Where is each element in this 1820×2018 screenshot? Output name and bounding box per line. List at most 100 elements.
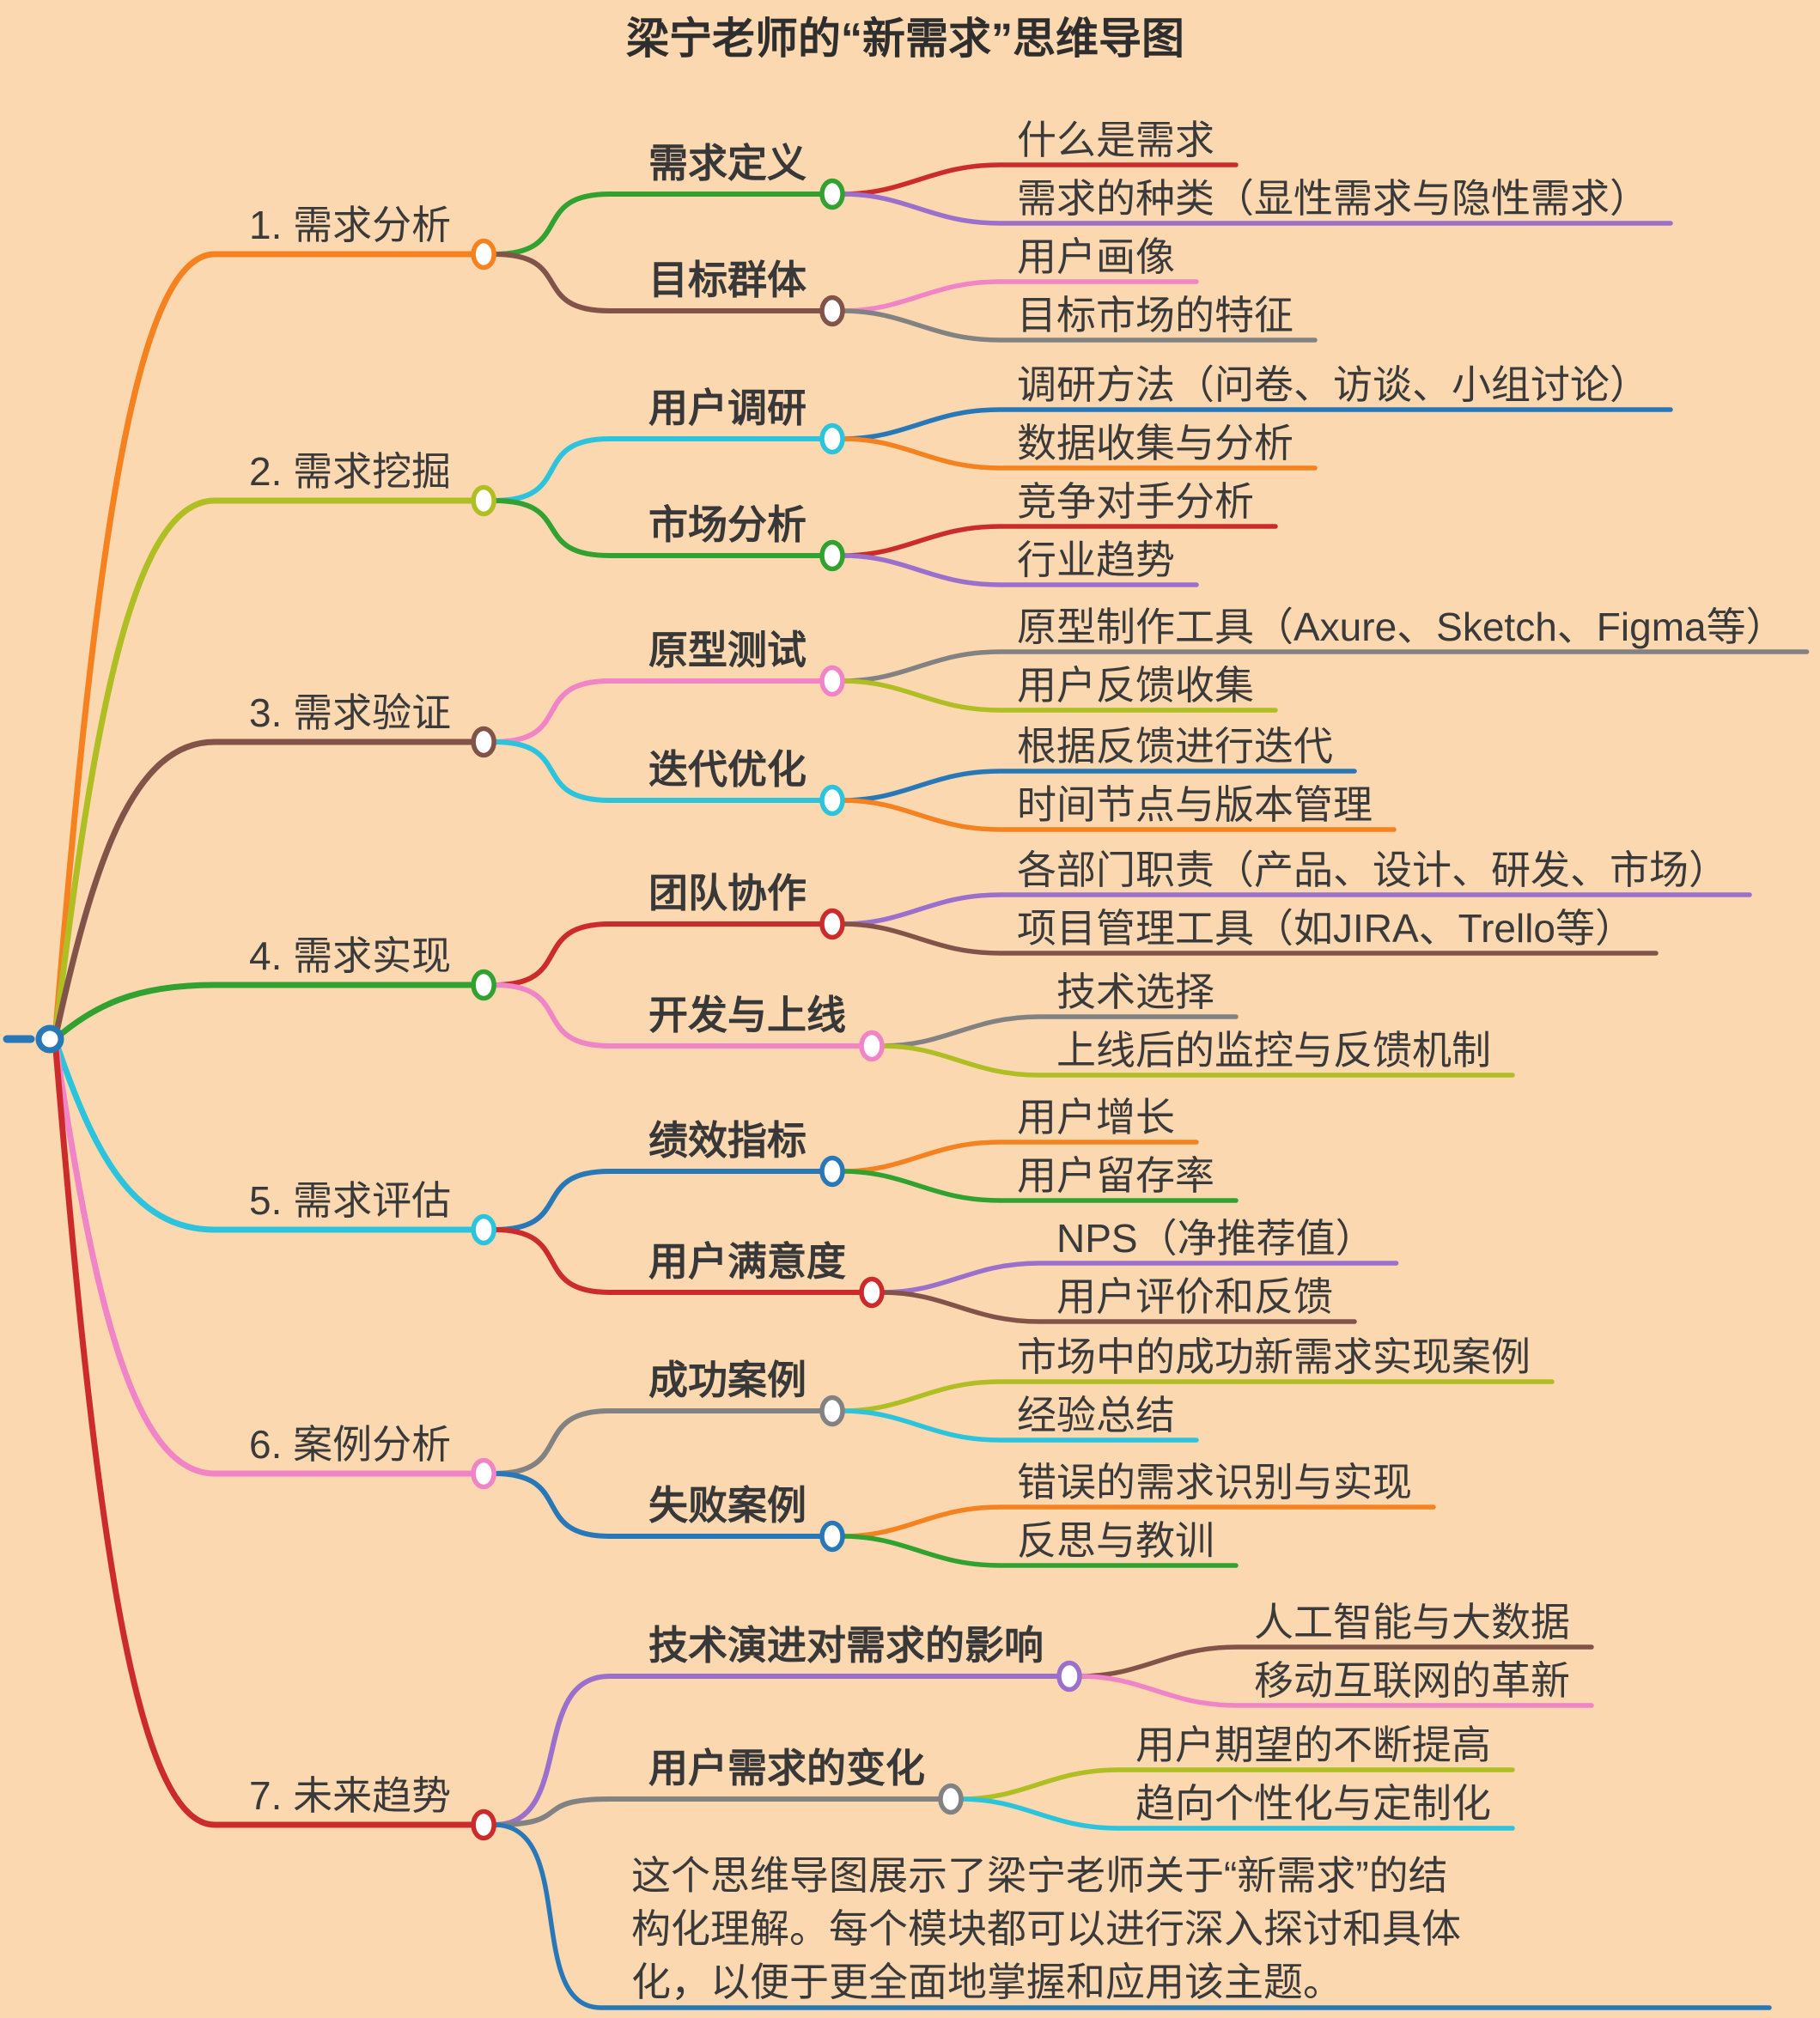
leaf-label[interactable]: 反思与教训 [1017,1518,1214,1563]
subtopic-node[interactable] [819,665,845,697]
subtopic-line [491,1471,825,1539]
subtopic-label[interactable]: 用户满意度 [648,1239,846,1284]
leaf-label[interactable]: 技术选择 [1056,969,1214,1014]
subtopic-label[interactable]: 成功案例 [648,1358,807,1402]
subtopic-node[interactable] [819,1155,845,1188]
leaf-label[interactable]: 错误的需求识别与实现 [1017,1460,1412,1504]
leaf-label[interactable]: 用户评价和反馈 [1056,1274,1333,1319]
leaf-label[interactable]: 各部门职责（产品、设计、研发、市场） [1017,848,1728,892]
subtopic-line [491,678,825,745]
subtopic-label[interactable]: 原型测试 [648,628,807,672]
branch-line [52,1036,477,1233]
leaf-label[interactable]: 趋向个性化与定制化 [1135,1781,1491,1826]
subtopic-node[interactable] [819,539,845,572]
branch-line [52,497,477,1042]
root-node[interactable] [35,1024,64,1054]
main-topic-node[interactable] [471,1808,496,1841]
leaf-label[interactable]: 用户增长 [1017,1095,1175,1140]
subtopic-line [491,1408,825,1476]
subtopic-label[interactable]: 用户调研 [648,386,807,430]
main-topic-node[interactable] [471,238,496,270]
subtopic-line [491,921,825,988]
leaf-line [840,162,1239,197]
subtopic-label[interactable]: 用户需求的变化 [648,1746,925,1790]
subtopic-node[interactable] [938,1783,964,1815]
leaf-label[interactable]: 上线后的监控与反馈机制 [1056,1028,1491,1073]
subtopic-node[interactable] [819,1395,845,1427]
leaf-label[interactable]: 用户画像 [1017,234,1175,279]
subtopic-label[interactable]: 目标群体 [648,258,807,302]
leaf-label[interactable]: 项目管理工具（如JIRA、Trello等） [1017,906,1634,951]
subtopic-label[interactable]: 团队协作 [648,871,807,915]
main-topic-node[interactable] [471,969,496,1001]
leaf-line [840,279,1199,313]
page-title: 梁宁老师的“新需求”思维导图 [626,15,1184,63]
subtopic-label[interactable]: 需求定义 [648,141,807,185]
leaf-label[interactable]: 市场中的成功新需求实现案例 [1017,1334,1531,1379]
subtopic-line [491,498,825,558]
branch-line [52,251,477,1042]
subtopic-label[interactable]: 失败案例 [648,1483,807,1528]
subtopic-node[interactable] [819,422,845,455]
main-topic-label[interactable]: 6. 案例分析 [249,1422,451,1467]
main-topic-label[interactable]: 4. 需求实现 [249,933,451,978]
leaf-label[interactable]: 目标市场的特征 [1017,293,1293,337]
subtopic-line [491,739,825,803]
leaf-line [840,524,1278,558]
subtopic-node[interactable] [819,784,845,817]
leaf-label[interactable]: 什么是需求 [1017,118,1214,162]
subtopic-label[interactable]: 开发与上线 [648,993,846,1037]
leaf-label[interactable]: 根据反馈进行迭代 [1017,724,1333,769]
subtopic-node[interactable] [819,178,845,210]
leaf-label[interactable]: 竞争对手分析 [1017,479,1254,524]
leaf-line [959,1796,1515,1831]
leaf-line [840,1379,1555,1413]
leaf-label[interactable]: 用户留存率 [1017,1153,1214,1198]
leaf-line [840,769,1357,803]
subtopic-label[interactable]: 市场分析 [648,502,807,547]
subtopic-line [491,1227,864,1295]
nodes-layer [35,178,1082,1841]
subtopic-label[interactable]: 绩效指标 [648,1118,807,1163]
leaf-label[interactable]: NPS（净推荐值） [1056,1216,1375,1261]
leaf-label[interactable]: 经验总结 [1017,1393,1175,1438]
main-topic-label[interactable]: 3. 需求验证 [249,690,451,735]
leaf-label[interactable]: 移动互联网的革新 [1254,1658,1570,1703]
leaf-label[interactable]: 原型制作工具（Axure、Sketch、Figma等） [1017,605,1786,649]
leaf-line [840,1534,1239,1568]
leaf-label[interactable]: 人工智能与大数据 [1254,1600,1570,1644]
leaf-label[interactable]: 行业趋势 [1017,538,1175,582]
leaf-label[interactable]: 调研方法（问卷、访谈、小组讨论） [1017,362,1649,407]
main-topic-node[interactable] [471,1457,496,1490]
subtopic-node[interactable] [819,1520,845,1553]
leaf-line [840,191,1673,226]
main-topic-label[interactable]: 7. 未来趋势 [249,1773,451,1818]
subtopic-line [491,1169,825,1232]
subtopic-line [491,982,864,1049]
subtopic-node[interactable] [819,908,845,940]
subtopic-node[interactable] [859,1276,885,1309]
leaf-label[interactable]: 数据收集与分析 [1017,421,1293,465]
subtopic-node[interactable] [859,1030,885,1062]
main-topic-node[interactable] [471,1213,496,1246]
main-topic-label[interactable]: 5. 需求评估 [249,1178,451,1223]
leaf-line [840,798,1397,832]
subtopic-label[interactable]: 迭代优化 [648,747,807,792]
subtopic-line [491,1674,1062,1827]
leaf-label[interactable]: 时间节点与版本管理 [1017,782,1373,827]
subtopic-node[interactable] [1056,1660,1082,1693]
main-topic-label[interactable]: 1. 需求分析 [249,203,451,247]
leaf-label[interactable]: 需求的种类（显性需求与隐性需求） [1017,176,1649,221]
main-topic-node[interactable] [471,726,496,758]
edges-layer [3,162,1810,2010]
subtopic-node[interactable] [819,295,845,327]
leaf-label[interactable]: 用户反馈收集 [1017,663,1254,708]
subtopic-line [491,252,825,313]
leaf-line [880,1261,1399,1295]
leaf-label[interactable]: 用户期望的不断提高 [1135,1723,1491,1767]
subtopic-label[interactable]: 技术演进对需求的影响 [648,1623,1044,1668]
main-topic-node[interactable] [471,484,496,517]
main-topic-label[interactable]: 2. 需求挖掘 [249,449,451,494]
